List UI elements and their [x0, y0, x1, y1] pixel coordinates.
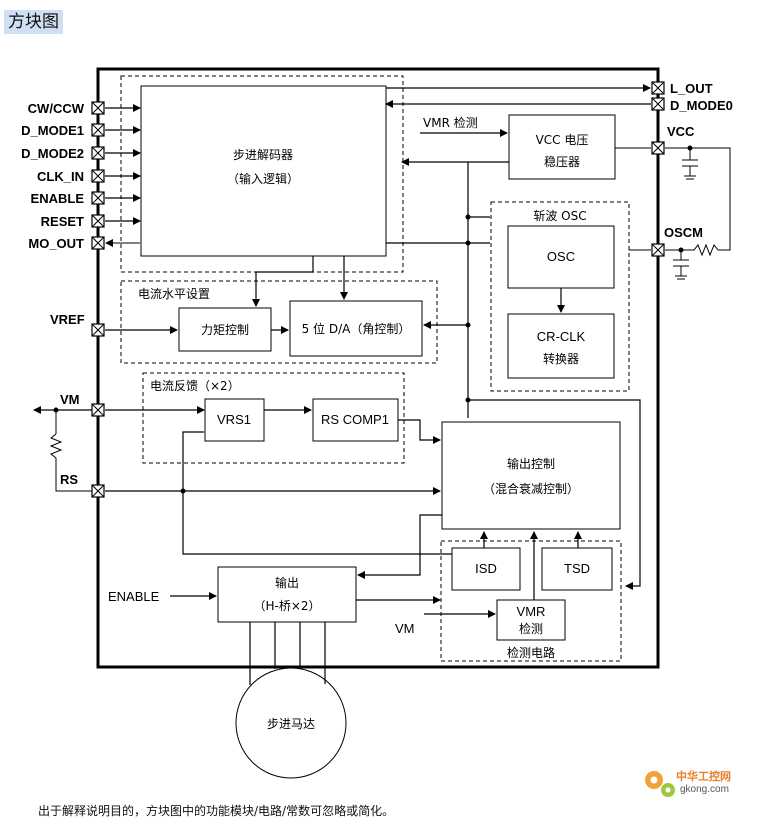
label-rs: RS: [60, 472, 78, 487]
pin-vref: [91, 323, 105, 337]
motor-label: 步进马达: [267, 717, 315, 731]
pin-d-mode1: [91, 123, 105, 137]
watermark-text: 中华工控网: [676, 770, 731, 783]
output-label-1: 输出: [275, 575, 299, 590]
detect-group: [440, 540, 622, 662]
crclk-block: [507, 313, 615, 379]
label-cw-ccw: CW/CCW: [28, 101, 85, 116]
current-level-label: 电流水平设置: [138, 287, 210, 301]
vm-signal-label: VM: [395, 621, 415, 636]
pin-vm: [91, 403, 105, 417]
da-label: 5 位 D/A（角控制）: [302, 321, 411, 336]
isd-label: ISD: [475, 561, 497, 576]
vmr-label-2: 检测: [519, 621, 543, 636]
vcc-reg-label-2: 稳压器: [544, 154, 580, 169]
output-ctrl-label-2: （混合衰减控制）: [483, 481, 579, 496]
watermark-url: gkong.com: [680, 784, 729, 795]
crclk-label-2: 转换器: [543, 351, 579, 366]
vmr-detect-block: [496, 599, 566, 641]
watermark: 中华工控网 gkong.com: [640, 764, 770, 804]
detect-group-label: 检测电路: [507, 645, 555, 660]
label-d-mode2: D_MODE2: [21, 146, 84, 161]
label-vm: VM: [60, 392, 80, 407]
pin-l-out: [651, 81, 665, 95]
isd-block: [451, 547, 521, 591]
stepper-motor: [235, 667, 347, 779]
label-enable: ENABLE: [31, 191, 85, 206]
tsd-block: [541, 547, 613, 591]
label-clk-in: CLK_IN: [37, 169, 84, 184]
current-fb-label: 电流反馈（×2）: [150, 379, 240, 393]
decoder-label-1: 步进解码器: [233, 148, 293, 162]
torque-label: 力矩控制: [201, 323, 249, 337]
label-vcc: VCC: [667, 124, 695, 139]
pin-enable: [91, 191, 105, 205]
gear-icon: [645, 771, 675, 797]
output-ctrl-label-1: 输出控制: [507, 456, 555, 471]
label-reset: RESET: [41, 214, 84, 229]
rscomp1-label: RS COMP1: [321, 412, 389, 427]
label-l-out: L_OUT: [670, 81, 713, 96]
ic-package-outline: [96, 67, 660, 669]
step-decoder-block: [140, 85, 387, 257]
label-d-mode1: D_MODE1: [21, 123, 84, 138]
pin-cw-ccw: [91, 101, 105, 115]
page-title: 方块图: [4, 10, 63, 34]
osc-group-label: 斩波 OSC: [533, 209, 586, 223]
vrs1-label: VRS1: [217, 412, 251, 427]
pin-mo-out: [91, 236, 105, 250]
output-control-block: [441, 421, 621, 530]
pin-oscm: [651, 243, 665, 257]
label-mo-out: MO_OUT: [28, 236, 84, 251]
pin-d-mode2: [91, 146, 105, 160]
osc-group: [490, 201, 630, 392]
da-block: [289, 300, 423, 357]
current-level-group: [120, 280, 438, 364]
vmr-label-1: VMR: [517, 604, 546, 619]
vcc-regulator-block: [508, 114, 616, 180]
pin-reset: [91, 214, 105, 228]
vrs1-block: [204, 398, 265, 442]
label-d-mode0: D_MODE0: [670, 98, 733, 113]
output-hbridge-block: [217, 566, 357, 623]
footnote: 出于解释说明目的，方块图中的功能模块/电路/常数可忽略或简化。: [38, 804, 395, 818]
tsd-label: TSD: [564, 561, 590, 576]
vcc-reg-label-1: VCC 电压: [536, 133, 589, 147]
enable-signal-label: ENABLE: [108, 589, 160, 604]
label-vref: VREF: [50, 312, 85, 327]
label-oscm: OSCM: [664, 225, 703, 240]
crclk-label-1: CR-CLK: [537, 329, 586, 344]
pin-d-mode0: [651, 97, 665, 111]
pin-vcc: [651, 141, 665, 155]
pin-rs: [91, 484, 105, 498]
pin-clk-in: [91, 169, 105, 183]
decoder-label-2: （输入逻辑）: [227, 171, 299, 186]
osc-label: OSC: [547, 249, 575, 264]
output-label-2: （H-桥×2）: [253, 599, 320, 613]
vmr-detect-signal-label: VMR 检测: [423, 115, 478, 130]
